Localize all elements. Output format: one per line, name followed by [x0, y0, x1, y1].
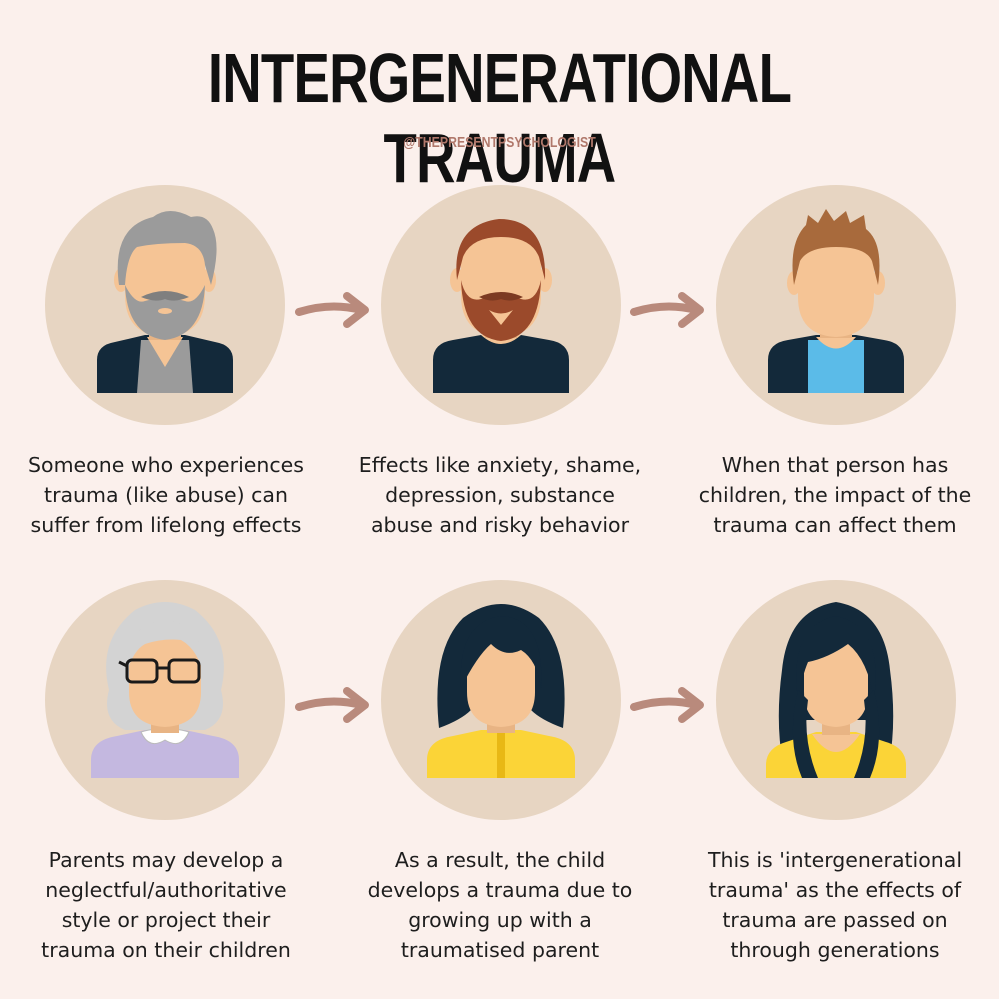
arrow-right-icon — [630, 290, 706, 330]
bearded-man-icon — [381, 185, 621, 425]
arrow-right-icon — [295, 290, 371, 330]
arrow-right-icon — [630, 685, 706, 725]
young-man-icon — [716, 185, 956, 425]
girl-icon — [381, 580, 621, 820]
step-caption: Someone who experiences trauma (like abu… — [28, 453, 304, 537]
grandfather-icon — [45, 185, 285, 425]
step-caption: As a result, the child develops a trauma… — [367, 848, 633, 962]
author-handle: @THEPRESENTPSYCHOLOGIST — [403, 134, 596, 151]
grandmother-icon — [45, 580, 285, 820]
step-caption: When that person has children, the impac… — [698, 453, 972, 537]
arrow-right-icon — [295, 685, 371, 725]
page-title: INTERGENERATIONAL TRAUMA — [207, 39, 792, 197]
young-woman-icon — [716, 580, 956, 820]
step-caption: This is 'intergenerational trauma' as th… — [707, 848, 963, 962]
step-caption: Parents may develop a neglectful/authori… — [41, 848, 291, 962]
step-caption: Effects like anxiety, shame, depression,… — [358, 453, 642, 537]
